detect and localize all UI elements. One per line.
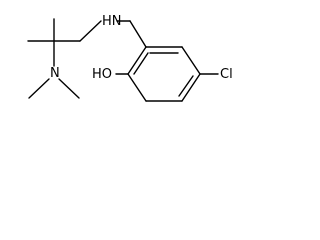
hydroxyl-label: HO (92, 67, 112, 82)
bond-ch2-ring (129, 20, 147, 48)
ring-bond-3 (181, 73, 201, 102)
ring-bond-6 (127, 46, 147, 75)
skeletal-formula: HN N HO Cl (27, 14, 233, 102)
bond-n-methyl-right (58, 78, 80, 99)
bond-ch2-nh (79, 20, 102, 42)
chlorine-label: Cl (220, 67, 233, 82)
bond-n-methyl-left (28, 78, 50, 99)
ring-bond-5 (127, 73, 147, 102)
ring-double-bond-left (133, 52, 149, 75)
benzyl-linker (116, 20, 147, 48)
molecule-structure-diagram: HN N HO Cl (0, 0, 273, 116)
amine-nh-label: HN (102, 14, 122, 29)
ring-double-bond-right (178, 75, 194, 97)
aliphatic-chain (27, 18, 102, 99)
ring-bond-2 (181, 46, 201, 75)
dimethylamino-n-label: N (50, 66, 60, 81)
benzene-ring (127, 46, 201, 102)
